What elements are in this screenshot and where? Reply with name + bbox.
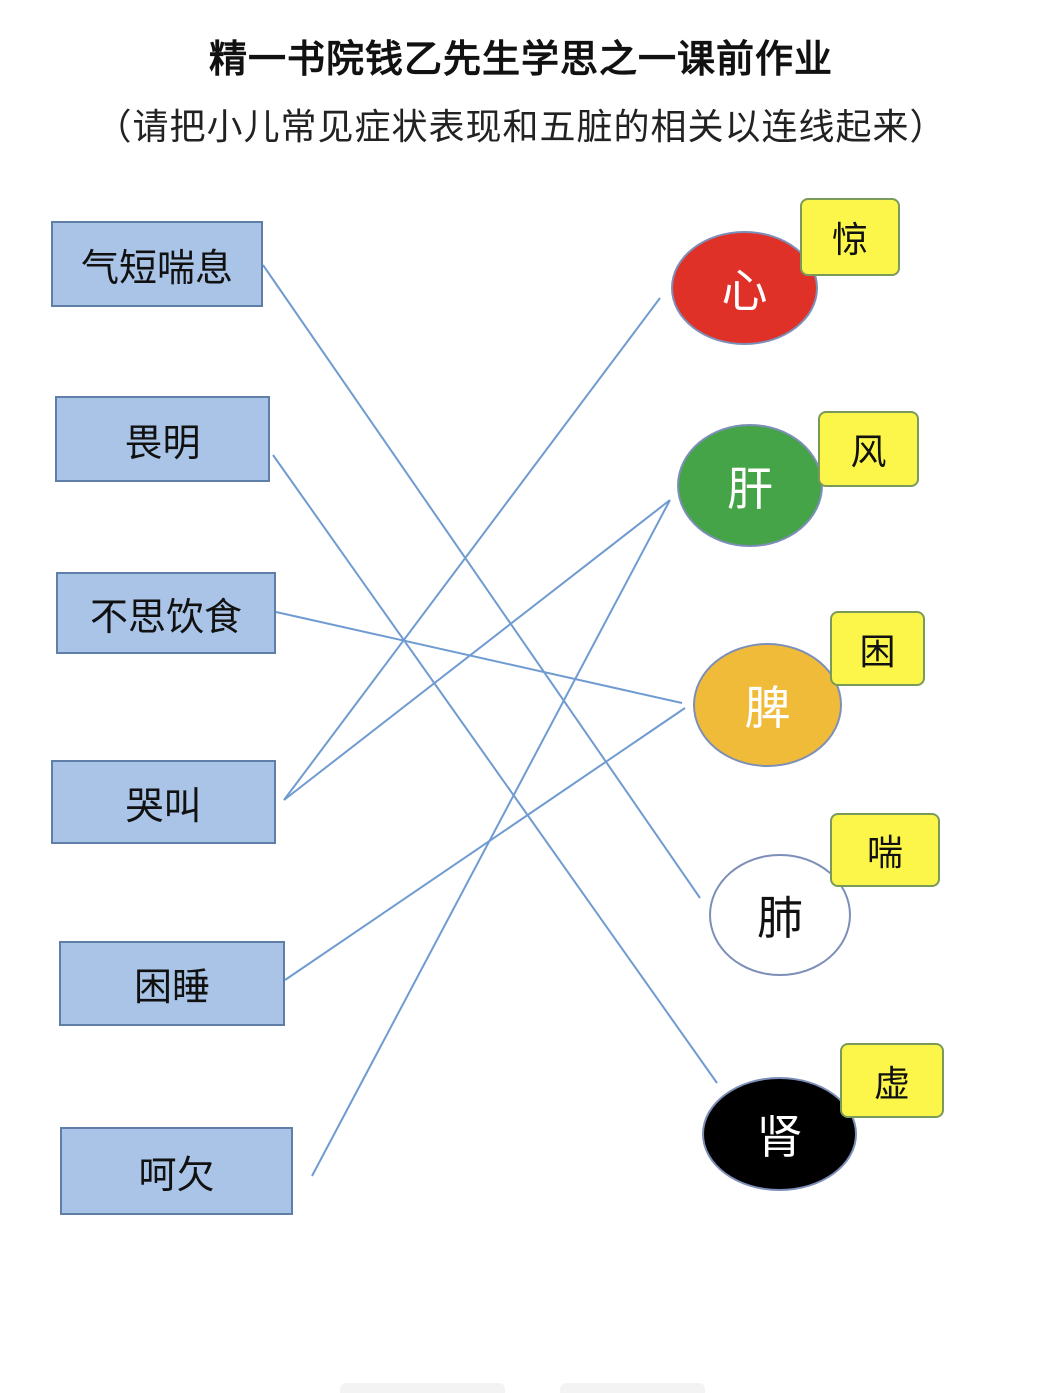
bottom-control-left [340, 1383, 505, 1393]
symptom-box-sleepiness: 困睡 [59, 941, 285, 1026]
tag-label: 虚 [873, 1063, 910, 1105]
symptom-label: 哭叫 [125, 783, 202, 828]
symptom-box-crying: 哭叫 [51, 760, 276, 844]
organ-lung: 肺 [709, 854, 851, 976]
symptom-label: 气短喘息 [80, 245, 233, 290]
bottom-control-right [560, 1383, 705, 1393]
organ-label: 脾 [744, 681, 791, 735]
connection-line [272, 454, 718, 1084]
organ-label: 肾 [756, 1110, 803, 1164]
connection-line [275, 611, 683, 704]
organ-liver: 肝 [677, 424, 823, 547]
organ-spleen: 脾 [693, 643, 842, 767]
symptom-label: 畏明 [124, 420, 201, 465]
symptom-box-shortness-of-breath: 气短喘息 [51, 221, 263, 307]
tag-fright: 惊 [800, 198, 900, 276]
worksheet-instructions: （请把小儿常见症状表现和五脏的相关以连线起来） [95, 107, 947, 148]
organ-label: 心 [721, 264, 768, 318]
tag-pant: 喘 [830, 813, 940, 887]
organ-label: 肝 [727, 461, 773, 516]
symptom-label: 呵欠 [138, 1152, 215, 1197]
worksheet-title: 精一书院钱乙先生学思之一课前作业 [208, 36, 833, 81]
symptom-box-yawning: 呵欠 [60, 1127, 293, 1215]
connection-line [311, 499, 671, 1177]
tag-label: 喘 [866, 833, 903, 874]
tag-deficiency: 虚 [840, 1043, 944, 1118]
organ-label: 肺 [757, 891, 803, 945]
symptom-label: 不思饮食 [89, 594, 242, 639]
organ-heart: 心 [671, 231, 818, 345]
connection-line [262, 264, 701, 899]
symptom-label: 困睡 [133, 965, 210, 1009]
tag-label: 风 [850, 432, 887, 473]
organ-kidney: 肾 [702, 1077, 857, 1191]
tag-drowsy: 困 [830, 611, 925, 686]
connection-line [283, 297, 661, 801]
connection-line [283, 499, 671, 801]
tag-wind: 风 [818, 411, 919, 487]
tag-label: 惊 [831, 220, 868, 261]
symptom-box-no-appetite: 不思饮食 [56, 572, 276, 654]
connection-line [284, 707, 686, 981]
tag-label: 困 [859, 631, 896, 673]
symptom-box-photophobia: 畏明 [55, 396, 270, 482]
